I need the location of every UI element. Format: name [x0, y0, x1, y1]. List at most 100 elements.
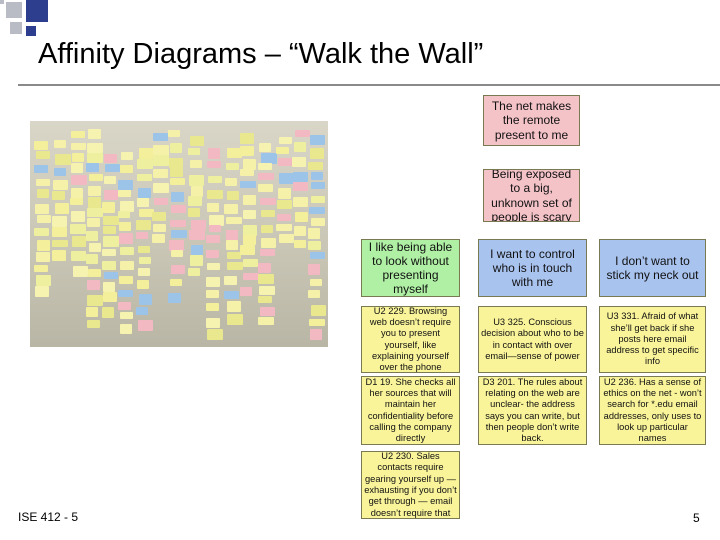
photo-sticky-note	[243, 235, 256, 245]
photo-sticky-note	[206, 318, 220, 328]
photo-sticky-note	[224, 204, 238, 214]
photo-sticky-note	[294, 142, 306, 152]
photo-sticky-note	[208, 148, 220, 159]
photo-sticky-note	[226, 163, 239, 170]
photo-sticky-note	[207, 190, 223, 199]
photo-sticky-note	[293, 182, 308, 191]
photo-sticky-note	[138, 320, 153, 331]
photo-sticky-note	[243, 273, 259, 280]
photo-sticky-note	[139, 148, 154, 159]
photo-sticky-note	[52, 216, 67, 227]
photo-sticky-note	[243, 159, 256, 170]
photo-sticky-note	[139, 257, 151, 264]
photo-sticky-note	[87, 143, 103, 153]
photo-sticky-note	[276, 147, 289, 154]
photo-sticky-note	[102, 249, 116, 256]
photo-sticky-note	[136, 307, 148, 315]
photo-sticky-note	[207, 329, 223, 340]
photo-sticky-note	[118, 302, 131, 310]
course-code: ISE 412 - 5	[18, 510, 79, 524]
photo-sticky-note	[224, 291, 239, 299]
sticky-note-yellow: U2 229. Browsing web doesn’t require you…	[361, 306, 460, 373]
photo-sticky-note	[170, 220, 186, 227]
photo-sticky-note	[258, 184, 273, 192]
photo-sticky-note	[260, 307, 275, 316]
photo-sticky-note	[225, 178, 237, 186]
photo-sticky-note	[295, 130, 310, 137]
photo-sticky-note	[188, 208, 200, 217]
photo-sticky-note	[119, 233, 133, 244]
photo-sticky-note	[34, 228, 49, 236]
photo-sticky-note	[36, 275, 51, 286]
photo-sticky-note	[71, 163, 83, 173]
photo-sticky-note	[37, 189, 49, 198]
photo-sticky-note	[209, 225, 221, 232]
photo-sticky-note	[240, 245, 255, 255]
photo-sticky-note	[243, 225, 257, 236]
photo-sticky-note	[189, 175, 204, 186]
photo-sticky-note	[227, 314, 243, 325]
photo-sticky-note	[87, 320, 100, 328]
sticky-note-yellow: U3 325. Conscious decision about who to …	[478, 306, 587, 373]
photo-sticky-note	[170, 143, 182, 153]
photo-sticky-note	[139, 294, 152, 305]
sticky-note-pink: The net makes the remote present to me	[483, 95, 580, 146]
sticky-note-blue: I don’t want to stick my neck out	[599, 239, 706, 297]
photo-sticky-note	[153, 155, 169, 166]
photo-sticky-note	[55, 203, 69, 214]
photo-sticky-note	[55, 154, 71, 165]
photo-sticky-note	[310, 279, 322, 286]
photo-sticky-note	[277, 200, 292, 209]
photo-sticky-note	[153, 183, 169, 193]
photo-sticky-note	[206, 250, 219, 258]
photo-sticky-note	[168, 293, 181, 303]
photo-sticky-note	[121, 152, 133, 160]
photo-sticky-note	[138, 246, 150, 253]
photo-sticky-note	[293, 172, 308, 182]
photo-sticky-note	[188, 148, 200, 155]
photo-sticky-note	[52, 227, 67, 237]
photo-sticky-note	[87, 295, 103, 306]
photo-sticky-note	[120, 324, 132, 334]
photo-sticky-note	[89, 174, 103, 181]
photo-sticky-note	[104, 272, 118, 279]
photo-sticky-note	[120, 312, 133, 319]
corner-decoration-square	[0, 0, 4, 4]
photo-sticky-note	[52, 250, 66, 261]
photo-sticky-note	[310, 135, 325, 145]
photo-sticky-note	[308, 264, 320, 275]
photo-sticky-note	[102, 202, 115, 213]
photo-sticky-note	[311, 182, 325, 189]
photo-sticky-note	[243, 210, 256, 219]
photo-sticky-note	[137, 198, 149, 207]
photo-sticky-note	[102, 307, 114, 318]
photo-sticky-note	[37, 240, 50, 251]
photo-sticky-note	[36, 151, 50, 159]
photo-sticky-note	[72, 236, 86, 247]
photo-sticky-note	[258, 296, 272, 303]
photo-sticky-note	[73, 266, 88, 277]
photo-sticky-note	[226, 217, 242, 224]
photo-sticky-note	[88, 186, 101, 196]
photo-sticky-note	[277, 214, 291, 221]
photo-sticky-note	[259, 286, 275, 295]
photo-sticky-note	[190, 160, 202, 168]
photo-sticky-note	[86, 231, 98, 241]
photo-sticky-note	[209, 215, 224, 226]
photo-sticky-note	[259, 143, 271, 152]
photo-sticky-note	[311, 172, 323, 180]
photo-sticky-note	[171, 250, 183, 257]
photo-sticky-note	[227, 262, 243, 270]
photo-sticky-note	[226, 240, 238, 250]
photo-sticky-note	[294, 226, 306, 236]
photo-sticky-note	[71, 211, 85, 222]
photo-sticky-note	[70, 224, 86, 234]
corner-decoration-square	[6, 2, 22, 18]
photo-sticky-note	[243, 259, 258, 267]
photo-sticky-note	[34, 141, 48, 150]
photo-sticky-note	[105, 164, 120, 172]
corner-decoration-square	[26, 26, 36, 36]
photo-sticky-note	[88, 269, 101, 277]
photo-sticky-note	[311, 218, 325, 226]
photo-sticky-note	[206, 235, 220, 243]
